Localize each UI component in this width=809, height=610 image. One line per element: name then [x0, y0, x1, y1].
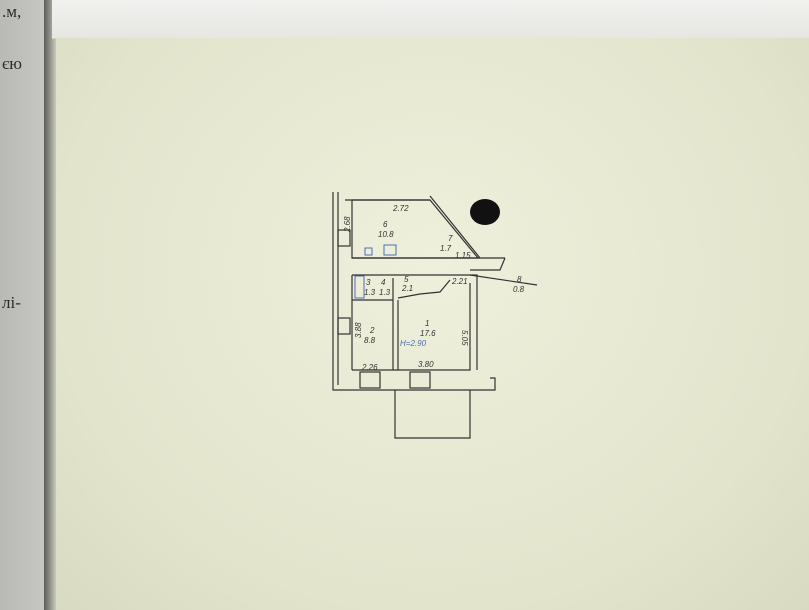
page-edge [44, 0, 56, 610]
dimension: 1.15 [455, 251, 471, 260]
dimension: 2.26 [361, 363, 378, 372]
room-number: 4 [381, 278, 386, 287]
dimension: 3.80 [418, 360, 434, 369]
room-area: 10.8 [378, 230, 394, 239]
fixtures [354, 244, 397, 299]
text-fragment: єю [2, 54, 22, 73]
text-fragment: лі- [2, 293, 21, 312]
room-number: 1 [425, 319, 429, 328]
dimension: 2.68 [343, 216, 352, 233]
room-number: 2 [369, 326, 375, 335]
dimension: 2.21 [451, 277, 468, 286]
room-number: 5 [404, 275, 409, 284]
room-number: 7 [448, 234, 453, 243]
dimension: 2.72 [392, 204, 409, 213]
room-area: 2.1 [401, 284, 413, 293]
room-area: 0.8 [513, 285, 525, 294]
room-area: 1.7 [440, 244, 452, 253]
room-area: 1.3 [379, 288, 391, 297]
dimension: 3.88 [354, 322, 363, 338]
left-page: .м, єю лі- [0, 0, 46, 610]
plan-paper [56, 38, 809, 610]
room-number: 6 [383, 220, 388, 229]
ink-stamp [470, 199, 500, 225]
room-number: 3 [366, 278, 371, 287]
room-number: 8 [517, 275, 522, 284]
walls [332, 192, 538, 439]
room-area: 8.8 [364, 336, 376, 345]
text-fragment: .м, [2, 2, 22, 21]
room-area: 1.3 [364, 288, 376, 297]
dimension: 5.05 [460, 330, 469, 346]
ceiling-height: H=2.90 [400, 339, 427, 348]
room-labels: 6 10.8 7 1.7 1.15 8 0.8 3 1.3 4 1.3 5 2.… [343, 204, 525, 372]
room-area: 17.6 [420, 329, 436, 338]
